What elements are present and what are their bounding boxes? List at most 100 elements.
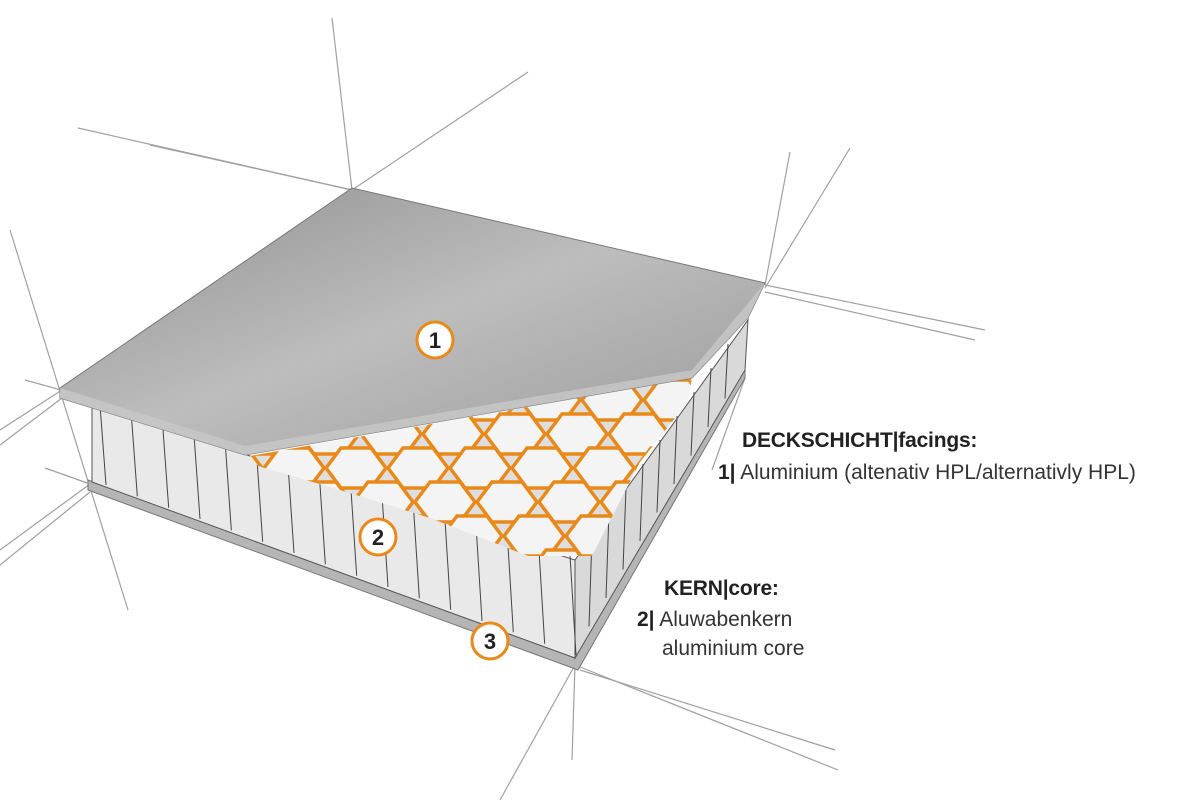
- core-item-line1: Aluwabenkern: [659, 608, 793, 631]
- honeycomb-cell: [1000, 516, 1060, 556]
- honeycomb-cell: [391, 686, 451, 726]
- honeycomb-cell: [911, 482, 971, 522]
- honeycomb-cell: [973, 482, 1033, 522]
- cell-wall-line: [538, 544, 546, 644]
- honeycomb-cell: [930, 584, 990, 624]
- svg-text:1: 1: [429, 328, 441, 353]
- cell-wall-line: [444, 514, 452, 610]
- core-heading: KERN|core:: [664, 577, 779, 600]
- honeycomb-cell: [701, 686, 761, 726]
- callout-3: 3: [470, 621, 510, 661]
- honeycomb-cell: [768, 380, 828, 420]
- honeycomb-cell: [949, 686, 1009, 726]
- cell-wall-line: [506, 534, 514, 633]
- honeycomb-cell: [426, 652, 486, 692]
- honeycomb-cell: [453, 686, 513, 726]
- cell-wall-line: [690, 391, 695, 456]
- honeycomb-cell: [577, 686, 637, 726]
- honeycomb-cell: [248, 584, 308, 624]
- honeycomb-cell: [763, 686, 823, 726]
- cell-wall-line: [622, 487, 627, 570]
- honeycomb-cell: [860, 652, 920, 692]
- honeycomb-cell: [957, 618, 1017, 658]
- honeycomb-cell: [849, 482, 909, 522]
- honeycomb-cell: [240, 652, 300, 692]
- core-item: 2| Aluwabenkern: [637, 609, 792, 630]
- cell-wall-line: [256, 454, 264, 542]
- honeycomb-cell: [825, 686, 885, 726]
- callout-2: 2: [358, 517, 398, 557]
- honeycomb-cell: [1016, 380, 1076, 420]
- construction-lines: [0, 17, 986, 800]
- cell-wall-line: [224, 444, 232, 531]
- cell-wall-line: [130, 414, 138, 497]
- cell-wall-line: [475, 524, 483, 622]
- svg-text:2: 2: [372, 525, 384, 550]
- honeycomb-cell: [364, 652, 424, 692]
- honeycomb-cell: [1019, 618, 1079, 658]
- honeycomb-cell: [275, 618, 335, 658]
- honeycomb-cell: [938, 516, 998, 556]
- honeycomb-cell: [178, 652, 238, 692]
- honeycomb-cell: [965, 550, 1025, 590]
- facings-item-number: 1|: [718, 461, 736, 484]
- honeycomb-cell: [814, 516, 874, 556]
- cell-wall-line: [724, 343, 729, 399]
- cell-wall-line: [707, 367, 712, 428]
- honeycomb-cell: [213, 618, 273, 658]
- cell-wall-line: [605, 511, 610, 599]
- facings-heading: DECKSCHICHT|facings:: [742, 429, 978, 452]
- honeycomb-cell: [302, 652, 362, 692]
- honeycomb-cell: [186, 584, 246, 624]
- cell-wall-line: [162, 424, 170, 508]
- honeycomb-cell: [687, 514, 692, 556]
- honeycomb-cell: [337, 618, 397, 658]
- cell-wall-line: [287, 464, 295, 554]
- callout-1: 1: [415, 320, 455, 360]
- core-item-number: 2|: [637, 608, 655, 631]
- honeycomb-cell: [779, 550, 839, 590]
- honeycomb-cell: [1011, 686, 1071, 726]
- honeycomb-cell: [984, 652, 1044, 692]
- honeycomb-cell: [798, 652, 858, 692]
- honeycomb-cell: [639, 686, 699, 726]
- honeycomb-cell: [329, 686, 389, 726]
- honeycomb-cell: [833, 618, 893, 658]
- core-item-line2: aluminium core: [662, 637, 805, 660]
- cell-wall-line: [318, 474, 326, 565]
- cell-wall-line: [569, 554, 577, 656]
- core-right-face: [574, 318, 749, 660]
- honeycomb-cell: [267, 686, 327, 726]
- svg-text:3: 3: [484, 629, 496, 654]
- honeycomb-cell: [887, 686, 947, 726]
- honeycomb-cell: [806, 584, 866, 624]
- cell-wall-line: [193, 434, 201, 520]
- facings-item: 1| Aluminium (altenativ HPL/alternativly…: [718, 462, 1136, 483]
- honeycomb-cell: [992, 584, 1052, 624]
- honeycomb-cell: [868, 584, 928, 624]
- honeycomb-cell: [981, 414, 1041, 454]
- honeycomb-cell: [954, 380, 1014, 420]
- core-cell-walls: [99, 343, 729, 656]
- honeycomb-cell: [830, 380, 890, 420]
- facings-item-text: Aluminium (altenativ HPL/alternativly HP…: [740, 461, 1136, 484]
- honeycomb-cell: [892, 380, 952, 420]
- honeycomb-cell: [895, 618, 955, 658]
- cell-wall-line: [673, 415, 678, 485]
- honeycomb-cell: [903, 550, 963, 590]
- honeycomb-cell: [876, 516, 936, 556]
- honeycomb-cell: [1043, 414, 1103, 454]
- top-plate-edge: [60, 283, 765, 455]
- cell-wall-line: [412, 504, 420, 599]
- honeycomb-cell: [1027, 550, 1087, 590]
- honeycomb-cell: [725, 482, 785, 522]
- honeycomb-cell: [1035, 482, 1095, 522]
- honeycomb-cell: [787, 482, 847, 522]
- cell-wall-line: [350, 484, 358, 576]
- cell-wall-line: [639, 463, 644, 542]
- honeycomb-cell: [922, 652, 982, 692]
- honeycomb-cell: [205, 686, 265, 726]
- honeycomb-cell: [528, 548, 594, 556]
- honeycomb-cell: [399, 618, 459, 658]
